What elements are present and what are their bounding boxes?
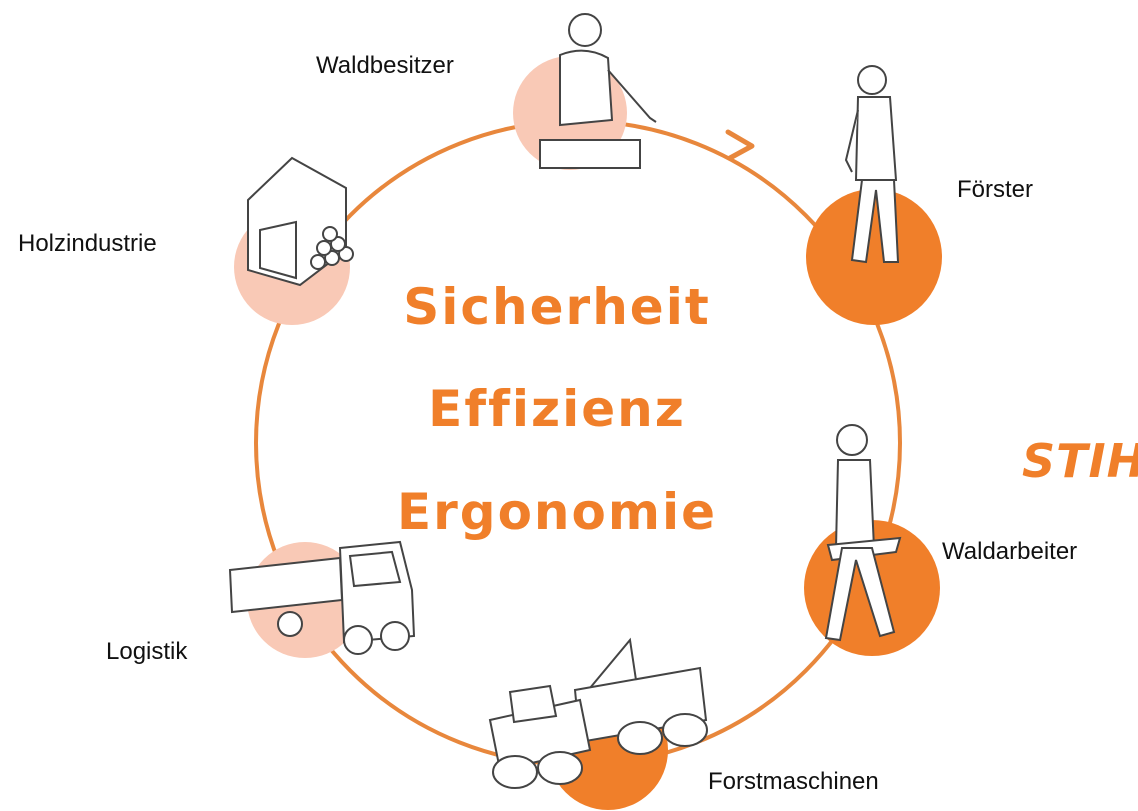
label-waldbesitzer: Waldbesitzer: [316, 52, 454, 79]
station-waldbesitzer: [513, 13, 657, 170]
arrow-head-icon: [725, 129, 755, 161]
station-circle: [806, 189, 942, 325]
label-logistik: Logistik: [106, 638, 188, 665]
title-line-effizienz: Effizienz: [428, 380, 686, 438]
label-foerster: Förster: [957, 176, 1034, 203]
station-forstmaschinen: [488, 637, 708, 810]
woman-at-desk-icon: [539, 13, 657, 169]
station-holzindustrie: [234, 156, 354, 325]
timber-truck-icon: [228, 540, 416, 655]
forwarder-machine-icon: [488, 637, 708, 789]
cycle-ring: [254, 119, 902, 767]
station-waldarbeiter: [804, 424, 940, 656]
station-foerster: [806, 65, 942, 325]
label-holzindustrie: Holzindustrie: [18, 230, 157, 257]
worker-with-chainsaw-icon: [824, 424, 902, 642]
forester-with-device-icon: [844, 65, 900, 264]
sawmill-with-logs-icon: [247, 156, 354, 287]
title-line-ergonomie: Ergonomie: [396, 483, 718, 541]
station-logistik: [228, 540, 416, 658]
brand-logo: STIHL: [1022, 434, 1138, 488]
title-line-sicherheit: Sicherheit: [403, 278, 711, 336]
label-forstmaschinen: Forstmaschinen: [708, 768, 879, 795]
label-waldarbeiter: Waldarbeiter: [942, 538, 1078, 565]
